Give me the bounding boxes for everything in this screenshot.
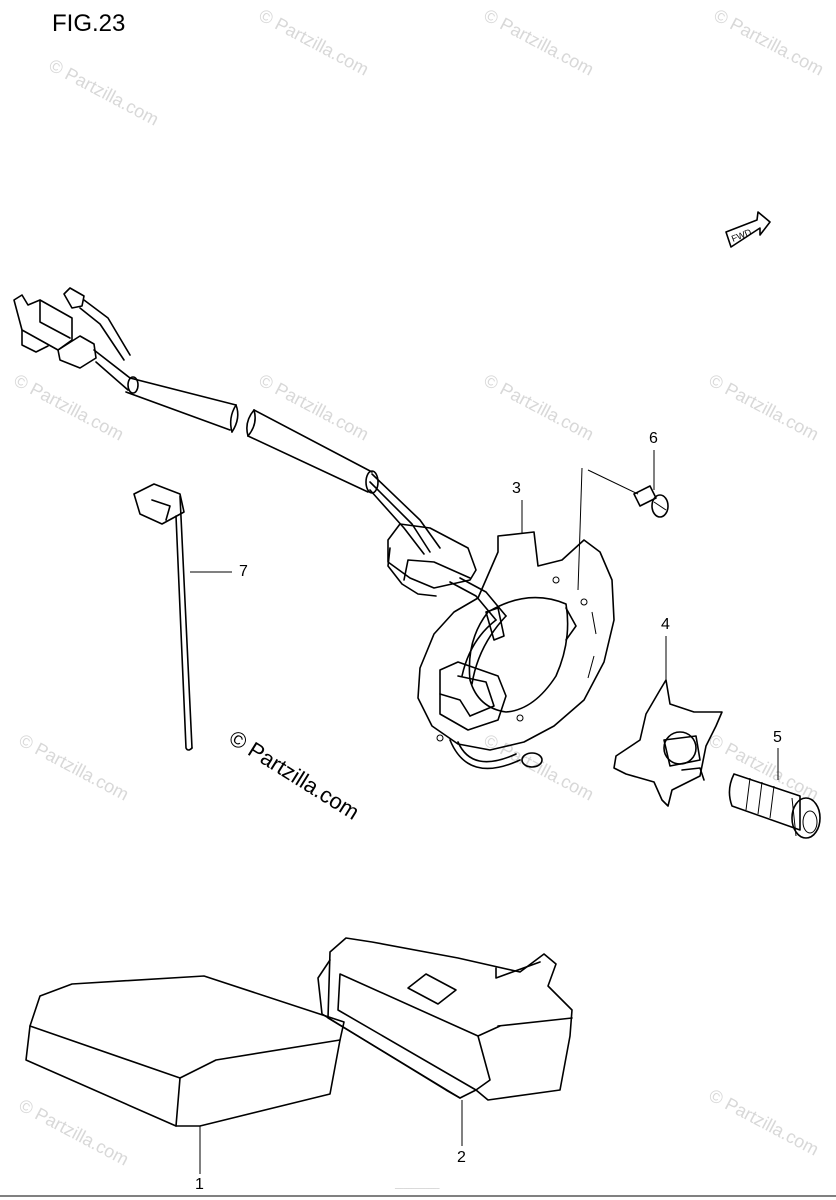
callout-6: 6 (649, 430, 658, 447)
figure-title: FIG.23 (52, 10, 126, 37)
unit-bracket (317, 937, 573, 1101)
callout-5: 5 (773, 729, 782, 746)
callout-4: 4 (661, 616, 670, 633)
screw (633, 485, 669, 518)
cable-tie (133, 483, 193, 751)
stator-plate (417, 531, 615, 770)
fine-print: ________________ (395, 1184, 440, 1190)
callout-7: 7 (239, 563, 248, 580)
leader-line (587, 469, 639, 495)
callout-3: 3 (512, 480, 521, 497)
ignition-unit (25, 975, 345, 1127)
callout-1: 1 (195, 1176, 204, 1193)
forward-arrow-icon: FWD (725, 211, 771, 248)
callout-2: 2 (457, 1149, 466, 1166)
leader-line (577, 467, 583, 591)
bolt (728, 773, 821, 839)
signal-rotor (613, 679, 723, 807)
wire-harness (13, 287, 507, 621)
